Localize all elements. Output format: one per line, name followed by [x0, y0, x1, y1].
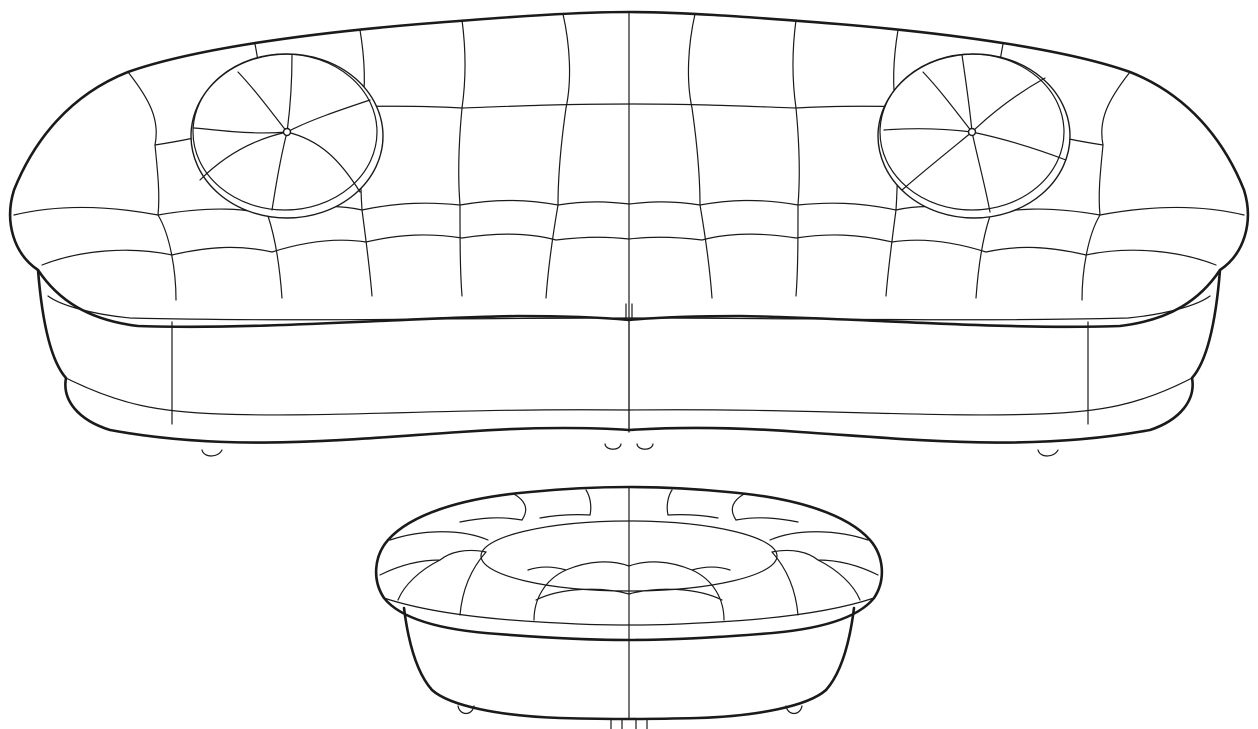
sofa-foot — [1037, 449, 1059, 457]
left-round-cushion — [190, 53, 384, 219]
sofa-foot — [636, 443, 654, 450]
right-round-cushion — [877, 53, 1071, 219]
ottoman-tufting — [379, 486, 879, 641]
sofa-outline — [8, 10, 1250, 329]
ottoman — [374, 485, 884, 729]
ottoman-base — [402, 606, 856, 729]
ottoman-top — [374, 485, 884, 642]
sofa-foot — [201, 449, 223, 457]
sofa-feet — [201, 443, 1059, 457]
sofa-foot — [604, 443, 622, 450]
sofa — [8, 10, 1250, 457]
